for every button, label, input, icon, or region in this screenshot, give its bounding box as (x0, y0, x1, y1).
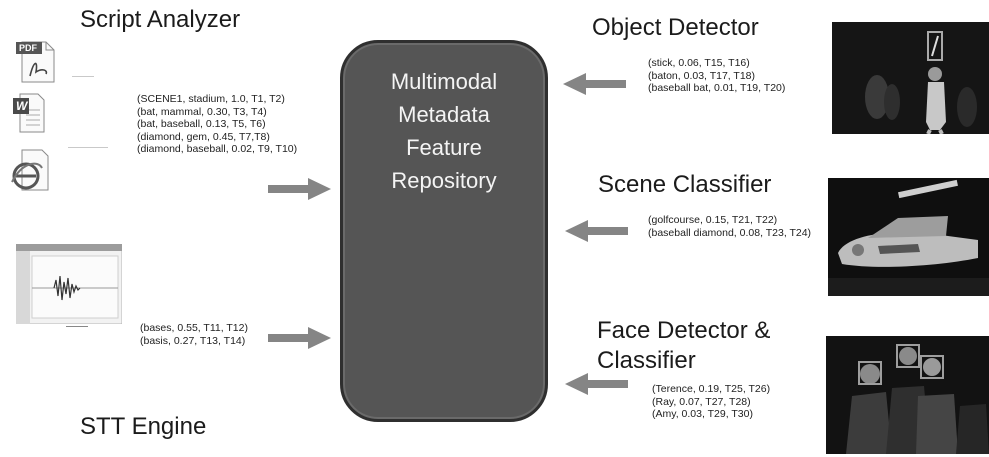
entry: (diamond, baseball, 0.02, T9, T10) (137, 143, 298, 155)
face-detector-frame (826, 336, 989, 454)
entry: (diamond, gem, 0.45, T7,T8) (137, 130, 270, 143)
entry: (stick, 0.06, T15, T16) (648, 57, 750, 69)
arrow-right (268, 327, 331, 349)
entry: (baseball bat, 0.01, T19, T20) (648, 82, 786, 94)
entry: (baseball diamond, 0.08, T23, T24) (648, 226, 812, 239)
divider (68, 147, 108, 148)
entry: (basis, 0.27, T13, T14) (140, 334, 246, 347)
stt-engine-entries: (bases, 0.55, T11, T12) (basis, 0.27, T1… (140, 322, 248, 347)
divider (72, 76, 94, 77)
object-detector-title: Object Detector (592, 14, 759, 41)
entry: (Terence, 0.19, T25, T26) (652, 383, 771, 395)
arrow-left (563, 73, 626, 95)
script-analyzer-title: Script Analyzer (80, 6, 241, 33)
face-detector-title: Face Detector & Classifier (597, 316, 770, 376)
word-document-icon: W (12, 92, 46, 134)
repository-label: Multimodal Metadata Feature Repository (343, 65, 545, 197)
repository-line: Metadata (398, 102, 490, 127)
entry: (Ray, 0.07, T27, T28) (652, 395, 751, 408)
web-page-icon (8, 146, 52, 194)
entry: (SCENE1, stadium, 1.0, T1, T2) (137, 93, 285, 105)
pdf-icon-label: PDF (19, 43, 37, 53)
face-detector-title-line: Face Detector & (597, 317, 771, 344)
arrow-left (565, 220, 628, 242)
script-analyzer-entries: (SCENE1, stadium, 1.0, T1, T2) (bat, mam… (137, 93, 297, 156)
entry: (bases, 0.55, T11, T12) (140, 322, 248, 334)
scene-classifier-frame (828, 178, 989, 296)
face-detector-title-line: Classifier (597, 347, 696, 374)
object-detector-frame (832, 22, 989, 134)
repository-line: Repository (391, 168, 497, 193)
scene-classifier-title: Scene Classifier (598, 171, 772, 198)
metadata-repository: Multimodal Metadata Feature Repository (340, 40, 548, 422)
object-detector-entries: (stick, 0.06, T15, T16) (baton, 0.03, T1… (648, 57, 785, 95)
stt-engine-title: STT Engine (80, 413, 207, 440)
divider (66, 326, 88, 327)
face-detector-entries: (Terence, 0.19, T25, T26) (Ray, 0.07, T2… (652, 383, 770, 421)
arrow-right (268, 178, 331, 200)
entry: (bat, mammal, 0.30, T3, T4) (137, 105, 267, 118)
entry: (baton, 0.03, T17, T18) (648, 69, 756, 82)
entry: (Amy, 0.03, T29, T30) (652, 408, 753, 420)
word-icon-label: W (16, 99, 28, 113)
entry: (bat, baseball, 0.13, T5, T6) (137, 118, 266, 130)
repository-line: Multimodal (390, 69, 498, 94)
repository-line: Feature (406, 135, 482, 160)
pdf-document-icon: PDF (16, 38, 58, 84)
arrow-left (565, 373, 628, 395)
scene-classifier-entries: (golfcourse, 0.15, T21, T22) (baseball d… (648, 214, 828, 239)
audio-editor-thumbnail (15, 243, 123, 325)
entry: (golfcourse, 0.15, T21, T22) (648, 214, 778, 226)
